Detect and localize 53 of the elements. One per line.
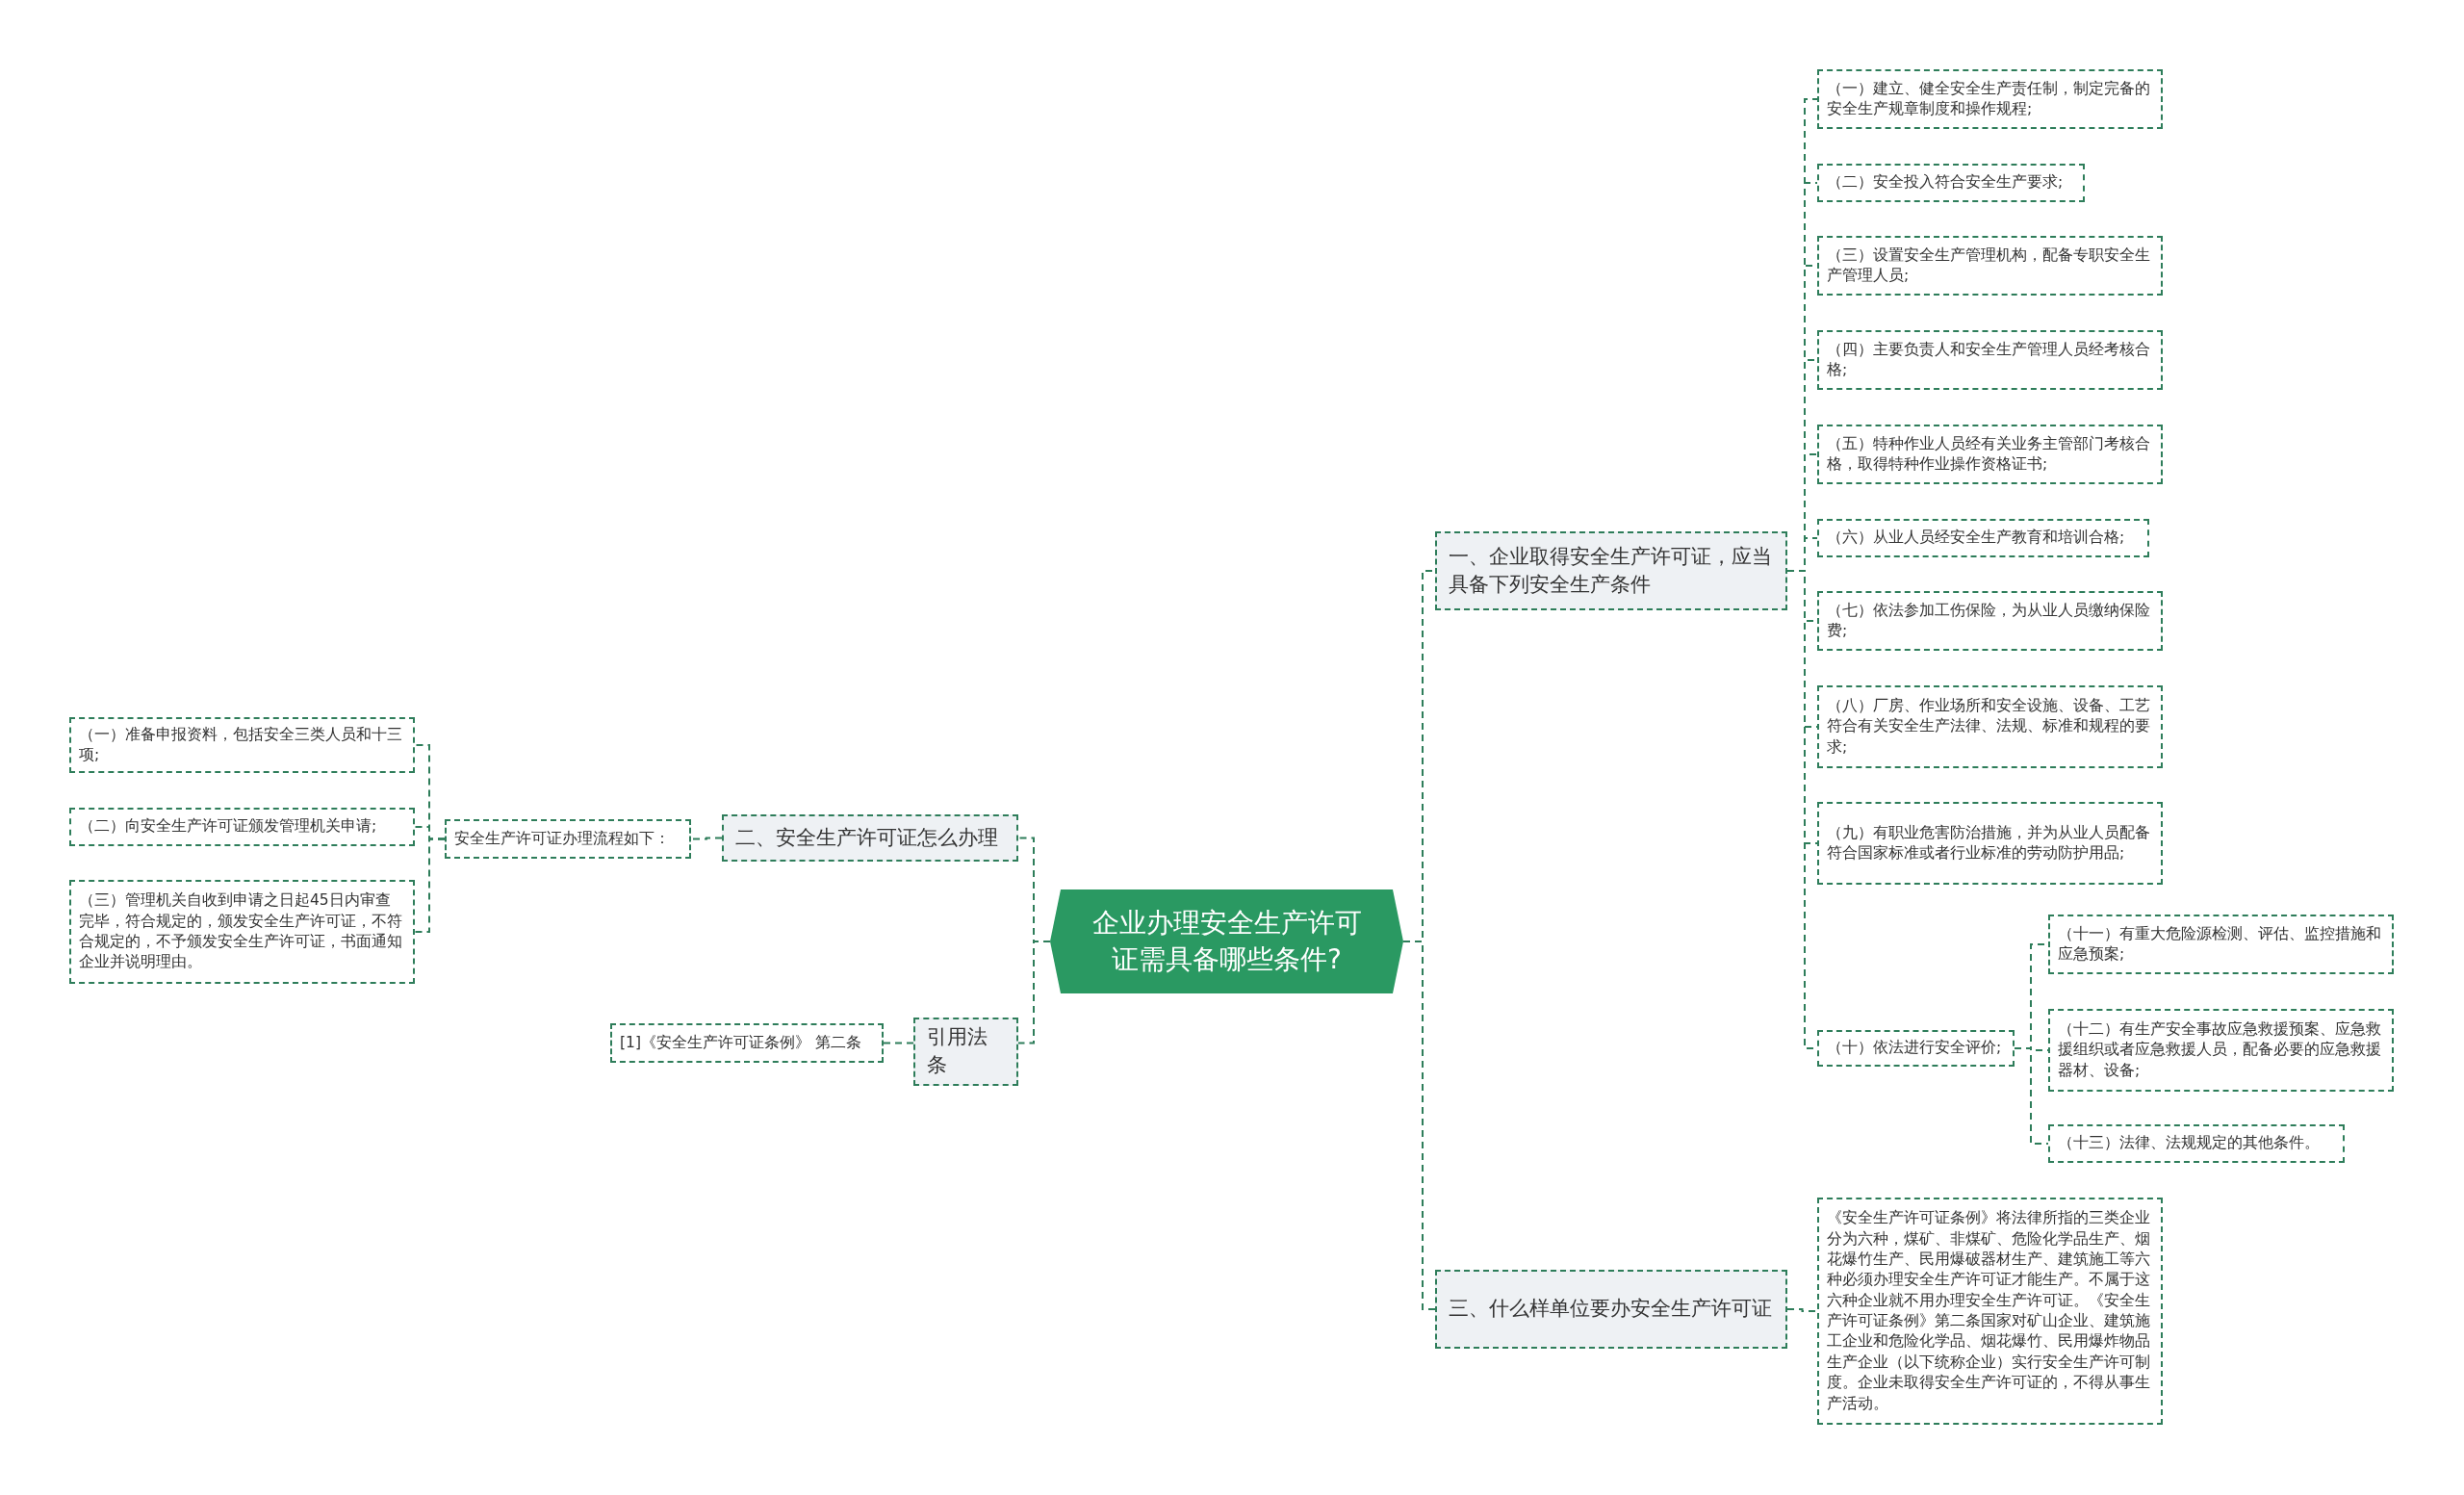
subtopic-box [1817,236,2163,296]
topic-text: （二）安全投入符合安全生产要求; [1827,172,2064,193]
topic-text: （十一）有重大危险源检测、评估、监控措施和应急预案; [2058,923,2382,965]
subtopic-box [2048,1009,2394,1092]
branch-topic-box [913,1018,1018,1086]
topic-text: （一）准备申报资料，包括安全三类人员和十三项; [79,724,403,765]
topic-text: （五）特种作业人员经有关业务主管部门考核合格，取得特种作业操作资格证书; [1827,433,2151,475]
subtopic-box [69,880,415,984]
subtopic-box [610,1023,884,1063]
connector-line [414,838,446,933]
topic-text: 企业办理安全生产许可证需具备哪些条件? [1091,906,1363,977]
connector-line [2014,1047,2049,1145]
subtopic-box [1817,164,2085,202]
subtopic-box [1817,1030,2015,1067]
subtopic-box [445,819,691,859]
subtopic-box [1817,425,2163,484]
connector-line [883,1042,914,1044]
topic-text: （八）厂房、作业场所和安全设施、设备、工艺符合有关安全生产法律、法规、标准和规程的要求; [1827,695,2151,758]
topic-text: （六）从业人员经安全生产教育和培训合格; [1827,528,2125,549]
subtopic-box [1817,519,2149,557]
topic-text: （三）管理机关自收到申请之日起45日内审查完毕，符合规定的，颁发安全生产许可证，不符合规定的，不予颁发安全生产许可证，书面通知企业并说明理由。 [79,890,403,973]
branch-topic-box [722,814,1018,862]
topic-text: （十）依法进行安全评价; [1827,1038,2002,1059]
topic-text: （七）依法参加工伤保险，为从业人员缴纳保险费; [1827,600,2151,641]
topic-text: （四）主要负责人和安全生产管理人员经考核合格; [1827,339,2151,380]
connector-line [690,837,723,840]
connector-line [1786,1308,1818,1312]
topic-text: 二、安全生产许可证怎么办理 [735,824,998,851]
topic-text: （十三）法律、法规规定的其他条件。 [2058,1133,2320,1154]
subtopic-box [2048,915,2394,974]
subtopic-box [1817,69,2163,129]
topic-text: 安全生产许可证办理流程如下： [454,828,670,849]
topic-text: （九）有职业危害防治措施，并为从业人员配备符合国家标准或者行业标准的劳动防护用品; [1827,822,2151,863]
subtopic-box [2048,1124,2345,1163]
topic-text: 《安全生产许可证条例》将法律所指的三类企业分为六种，煤矿、非煤矿、危险化学品生产、烟花爆竹生产、民用爆破器材生产、建筑施工等六种必须办理安全生产许可证才能生产。不属于这六种企业就不用办理安全生产许可证。《安全生产许可证条例》第二条国家对矿山企业、建筑施工企业和危险化学品、烟花爆竹、民用爆炸物品生产企业（以下统称企业）实行安全生产许可制度。企业未取得安全生产许可证的，不得从事生产活动。 [1827,1208,2151,1414]
topic-text: 三、什么样单位要办安全生产许可证 [1449,1296,1772,1323]
connector-line [1017,941,1051,1044]
subtopic-box [1817,685,2163,768]
subtopic-box [69,717,415,773]
branch-topic-box [1435,531,1787,610]
topic-text: 引用法条 [927,1024,988,1079]
subtopic-box [1817,330,2163,390]
topic-text: （十二）有生产安全事故应急救援预案、应急救援组织或者应急救援人员，配备必要的应急救援器材、设备; [2058,1018,2382,1081]
subtopic-box [69,808,415,846]
topic-text: （一）建立、健全安全生产责任制，制定完备的安全生产规章制度和操作规程; [1827,78,2151,119]
branch-topic-box [1435,1270,1787,1349]
topic-text: 一、企业取得安全生产许可证，应当具备下列安全生产条件 [1449,543,1773,598]
topic-text: （三）设置安全生产管理机构，配备专职安全生产管理人员; [1827,245,2151,286]
topic-text: [1]《安全生产许可证条例》 第二条 [620,1032,861,1053]
subtopic-box [1817,802,2163,885]
central-topic-hexagon [1050,889,1403,993]
subtopic-box [1817,591,2163,651]
topic-text: （二）向安全生产许可证颁发管理机关申请; [79,816,377,838]
